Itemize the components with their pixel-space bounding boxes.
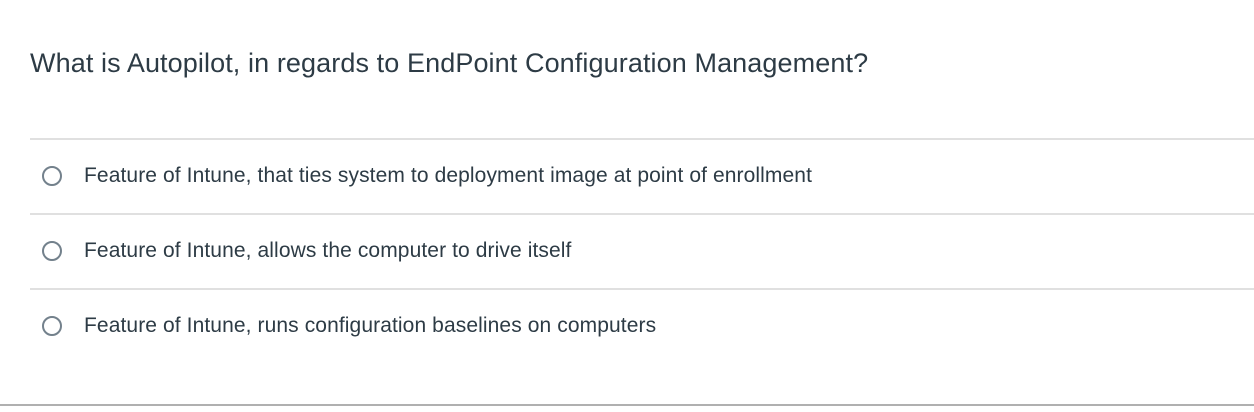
card-bottom-divider — [0, 404, 1254, 406]
radio-unchecked-icon[interactable] — [42, 240, 62, 261]
answer-option-label: Feature of Intune, allows the computer t… — [84, 238, 572, 262]
answer-option-row[interactable]: Feature of Intune, runs configuration ba… — [0, 288, 1254, 363]
answer-option-label: Feature of Intune, runs configuration ba… — [84, 313, 657, 337]
answer-option-row[interactable]: Feature of Intune, allows the computer t… — [0, 213, 1254, 288]
radio-unchecked-icon[interactable] — [42, 165, 62, 186]
radio-unchecked-icon[interactable] — [42, 315, 62, 336]
question-prompt: What is Autopilot, in regards to EndPoin… — [30, 48, 869, 78]
answer-option-row[interactable]: Feature of Intune, that ties system to d… — [0, 138, 1254, 213]
answer-option-label: Feature of Intune, that ties system to d… — [84, 163, 813, 187]
answer-options-list: Feature of Intune, that ties system to d… — [0, 138, 1254, 363]
